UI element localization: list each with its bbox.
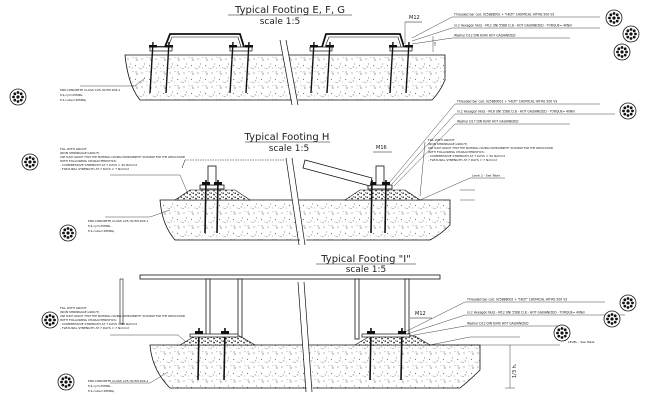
concrete-slab-h (159, 199, 451, 241)
anchor-bolts-efg-left (149, 41, 253, 94)
footing-efg-title: Typical Footing E, F, G (234, 5, 345, 16)
callout-efg-washer: Washer D12 DIN 6340 HOT GALVANIZED (454, 34, 516, 38)
dim-height-efg: 10 (433, 42, 437, 46)
reference-badge-icon (41, 311, 59, 329)
callout-h-nuts: nr.2 Hexagon Nuts - M16 UNI 5588 Cl.8 - … (457, 110, 575, 114)
reference-badge-icon (553, 324, 571, 342)
callout-h-washer: Washer D17 DIN 6340 HOT GALVANIZED (457, 120, 519, 124)
anchor-bolts-efg-right (310, 41, 413, 94)
concrete-note-i-2: fck,cyl=25MPa, (88, 384, 111, 388)
grout-note-h-left-5: - COMPRESSIVE STRENGTH AT 7 DAYS = 50 N/… (60, 163, 137, 167)
grout-note-i-3: USE SUCH GROUT THAT THE MATERIAL HAVING … (60, 314, 185, 318)
footing-i-scale: scale 1:5 (346, 265, 387, 275)
grout-note-h-left-1: FILL WITH GROUT (60, 147, 87, 151)
callout-leaders-efg (411, 16, 600, 45)
grout-note-h-left-6: - FLEXURAL STRENGTH AT 7 DAYS = 7 N/mm2 (60, 167, 129, 171)
grout-note-i-6: - FLEXURAL STRENGTH AT 7 DAYS = 7 N/mm2 (60, 326, 129, 330)
concrete-note-efg-1: MIN CONCRETE CLASS C25-30 EN 206-1 (60, 88, 120, 92)
reference-badge-icon (59, 224, 77, 242)
grout-note-h-left-4: WITH FOLLOWING CHARACTERISTICS: (60, 159, 117, 163)
reference-badge-icon (21, 153, 39, 171)
level-note-i: LEVEL - See Table (568, 340, 595, 344)
dim-anchor-efg: M12 (409, 15, 420, 21)
footing-i-title: Typical Footing "I" (320, 254, 411, 265)
reference-badge-icon (603, 310, 621, 328)
concrete-note-efg-2: fck,cyl=25MPa, (60, 93, 83, 97)
grout-note-h-left-3: USE SUCH GROUT THAT THE MATERIAL HAVING … (60, 155, 185, 159)
reference-badges (9, 9, 640, 391)
callout-h-bar: Threaded bar cod. 925880001 + "HILTI" CH… (457, 100, 557, 104)
grout-mound-i-right (353, 335, 432, 346)
grout-mound-h-right (344, 189, 421, 201)
posts-i (205, 278, 410, 340)
grout-mound-h-left (174, 189, 251, 201)
dim-anchor-h: M16 (376, 145, 387, 151)
callout-i-nuts: nr.2 Hexagon Nuts - M12 UNI 5588 Cl.8 - … (467, 311, 585, 315)
concrete-slab-efg (124, 54, 446, 101)
grout-note-h-6: - FLEXURAL STRENGTH AT 7 DAYS = 7 N/mm2 (428, 158, 497, 162)
grout-note-i-1: FILL WITH GROUT (60, 306, 87, 310)
reference-badge-icon (57, 373, 75, 391)
concrete-note-h-1: MIN CONCRETE CLASS C25-30 EN 206-1 (88, 219, 148, 223)
callout-leaders-h (389, 103, 615, 187)
callout-i-washer: Washer D12 DIN 6340 HOT GALVANIZED (467, 322, 529, 326)
callout-efg-bar: Threaded bar cod. 925888002 + "HILTI" CH… (454, 13, 554, 17)
break-line-i (297, 281, 313, 393)
concrete-slab-i (149, 344, 481, 389)
grout-note-i-2: (NON SHRINKAGE GROUT) (60, 310, 99, 314)
reference-badge-icon (619, 294, 637, 312)
concrete-note-h-2: fck,cyl=25MPa, (88, 224, 111, 228)
concrete-note-i-1: MIN CONCRETE CLASS C25-30 EN 206-1 (88, 379, 148, 383)
grout-note-h-left-2: (NON SHRINKAGE GROUT) (60, 151, 99, 155)
grout-mound-i-left (178, 335, 257, 346)
callout-leaders-i (404, 301, 625, 337)
footing-h-title: Typical Footing H (244, 132, 330, 143)
callout-efg-nuts: nr.2 Hexagon Nuts - M12 UNI 5588 Cl.8 - … (454, 24, 572, 28)
level-note-h: Level 2 - See Table (472, 174, 500, 178)
break-line-efg (279, 39, 299, 106)
footing-h-detail: Typical Footing H scale 1:5 (60, 100, 615, 246)
reference-badge-icon (613, 43, 631, 61)
footing-h-scale: scale 1:5 (269, 144, 310, 154)
break-line-h (285, 157, 307, 246)
grout-note-h-1: FILL WITH GROUT (428, 138, 455, 142)
dim-anchor-i: M12 (415, 311, 426, 317)
grout-note-i-4: WITH FOLLOWING CHARACTERISTICS: (60, 318, 117, 322)
footing-efg-scale: scale 1:5 (260, 17, 301, 27)
concrete-note-i-3: fck,cube=30MPa) (88, 389, 114, 393)
reference-badge-icon (622, 25, 640, 43)
concrete-note-efg-3: fck,cube=30MPa) (60, 98, 86, 102)
concrete-note-h-3: fck,cube=30MPa) (88, 229, 114, 233)
footing-i-detail: Typical Footing "I" scale 1:5 (60, 254, 625, 393)
anchor-bolts-h (202, 179, 390, 234)
reference-badge-icon (605, 9, 623, 27)
grout-note-h-5: - COMPRESSIVE STRENGTH AT 7 DAYS = 50 N/… (428, 154, 505, 158)
grout-note-h-2: (NON SHRINKAGE GROUT) (428, 142, 467, 146)
footing-efg-detail: Typical Footing E, F, G scale 1:5 (60, 5, 600, 106)
grout-note-h-4: WITH FOLLOWING CHARACTERISTICS: (428, 150, 485, 154)
callout-i-bar: Threaded bar cod. 925888002 + "HILTI" CH… (467, 298, 567, 302)
reference-badge-icon (619, 102, 637, 120)
reference-badge-icon (9, 88, 27, 106)
dim-vertical-i: 1/3 h. (512, 363, 518, 378)
grout-note-h-3: USE SUCH GROUT THAT THE MATERIAL HAVING … (428, 146, 553, 150)
grout-note-i-5: - COMPRESSIVE STRENGTH AT 7 DAYS = 50 N/… (60, 322, 137, 326)
